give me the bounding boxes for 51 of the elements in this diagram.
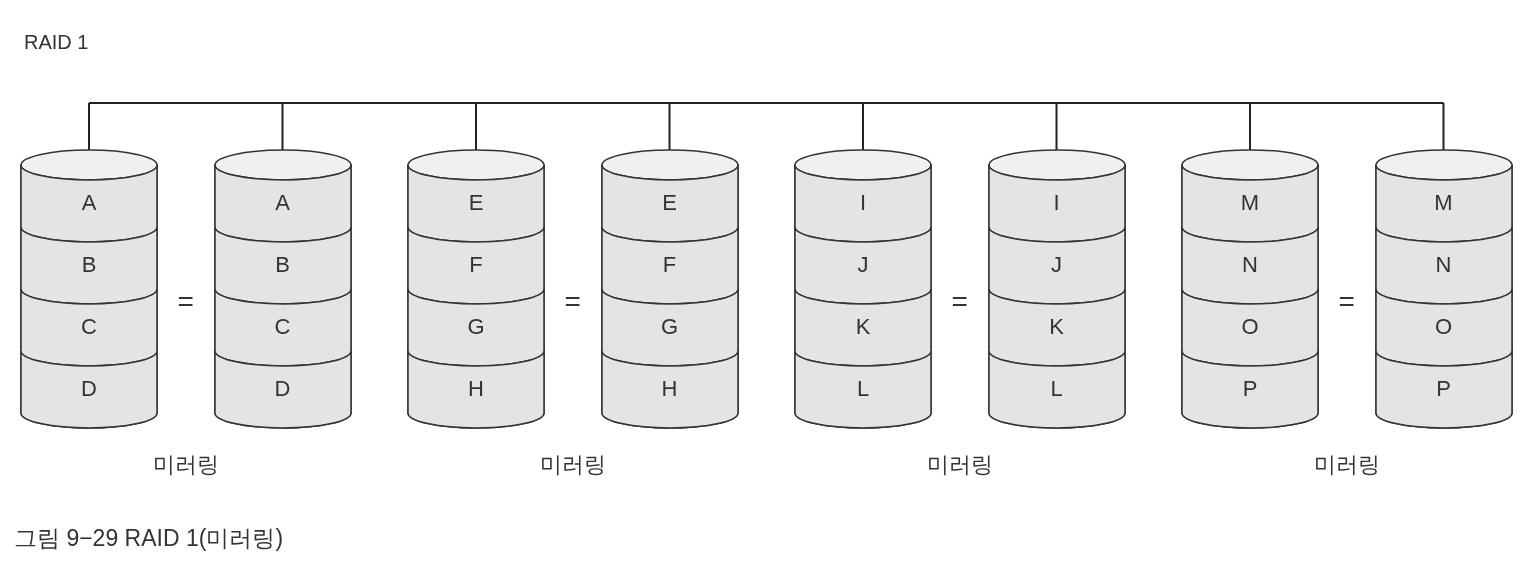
segment-label: J bbox=[856, 254, 870, 276]
segment-label: M bbox=[1239, 192, 1261, 214]
segment-label: I bbox=[858, 192, 868, 214]
figure-caption: 그림 9−29 RAID 1(미러링) bbox=[14, 527, 284, 550]
segment-label: J bbox=[1050, 254, 1063, 276]
segment-label: G bbox=[466, 316, 486, 338]
segment-label: E bbox=[467, 192, 485, 214]
connector-line bbox=[475, 102, 477, 151]
mirroring-label: 미러링 bbox=[926, 454, 993, 476]
segment-label: D bbox=[80, 378, 98, 400]
segment-label: B bbox=[274, 254, 291, 276]
segment-label: G bbox=[659, 316, 680, 338]
connector-line bbox=[1442, 102, 1445, 151]
connector-line bbox=[668, 102, 671, 151]
segment-label: O bbox=[1240, 316, 1260, 338]
connector-line bbox=[1249, 102, 1251, 151]
segment-label: L bbox=[855, 378, 871, 400]
connector-line bbox=[862, 102, 864, 151]
segment-label: K bbox=[1048, 316, 1065, 338]
mirroring-label: 미러링 bbox=[1313, 454, 1380, 476]
segment-label: F bbox=[661, 254, 678, 276]
segment-label: E bbox=[661, 192, 678, 214]
segment-label: P bbox=[1435, 378, 1452, 400]
segment-label: B bbox=[80, 254, 98, 276]
diagram-title: RAID 1 bbox=[24, 32, 89, 52]
segment-label: C bbox=[80, 316, 98, 338]
segment-label: N bbox=[1241, 254, 1259, 276]
segment-label: K bbox=[854, 316, 872, 338]
mirroring-label: 미러링 bbox=[152, 454, 219, 476]
connector-line bbox=[1055, 102, 1058, 151]
connector-line bbox=[281, 102, 284, 151]
bus-line bbox=[88, 102, 1445, 104]
segment-label: D bbox=[273, 378, 292, 400]
segment-label: N bbox=[1434, 254, 1453, 276]
equals-sign: = bbox=[1338, 288, 1355, 316]
segment-label: O bbox=[1433, 316, 1454, 338]
segment-label: C bbox=[273, 316, 292, 338]
equals-sign: = bbox=[564, 288, 581, 316]
segment-label: F bbox=[468, 254, 484, 276]
mirroring-label: 미러링 bbox=[539, 454, 606, 476]
segment-label: P bbox=[1241, 378, 1259, 400]
segment-label: A bbox=[80, 192, 98, 214]
equals-sign: = bbox=[951, 288, 968, 316]
connector-line bbox=[88, 102, 90, 151]
segment-label: H bbox=[467, 378, 485, 400]
equals-sign: = bbox=[177, 288, 194, 316]
segment-label: M bbox=[1433, 192, 1454, 214]
segment-label: H bbox=[660, 378, 679, 400]
segment-label: A bbox=[274, 192, 291, 214]
segment-label: L bbox=[1049, 378, 1064, 400]
segment-label: I bbox=[1052, 192, 1061, 214]
